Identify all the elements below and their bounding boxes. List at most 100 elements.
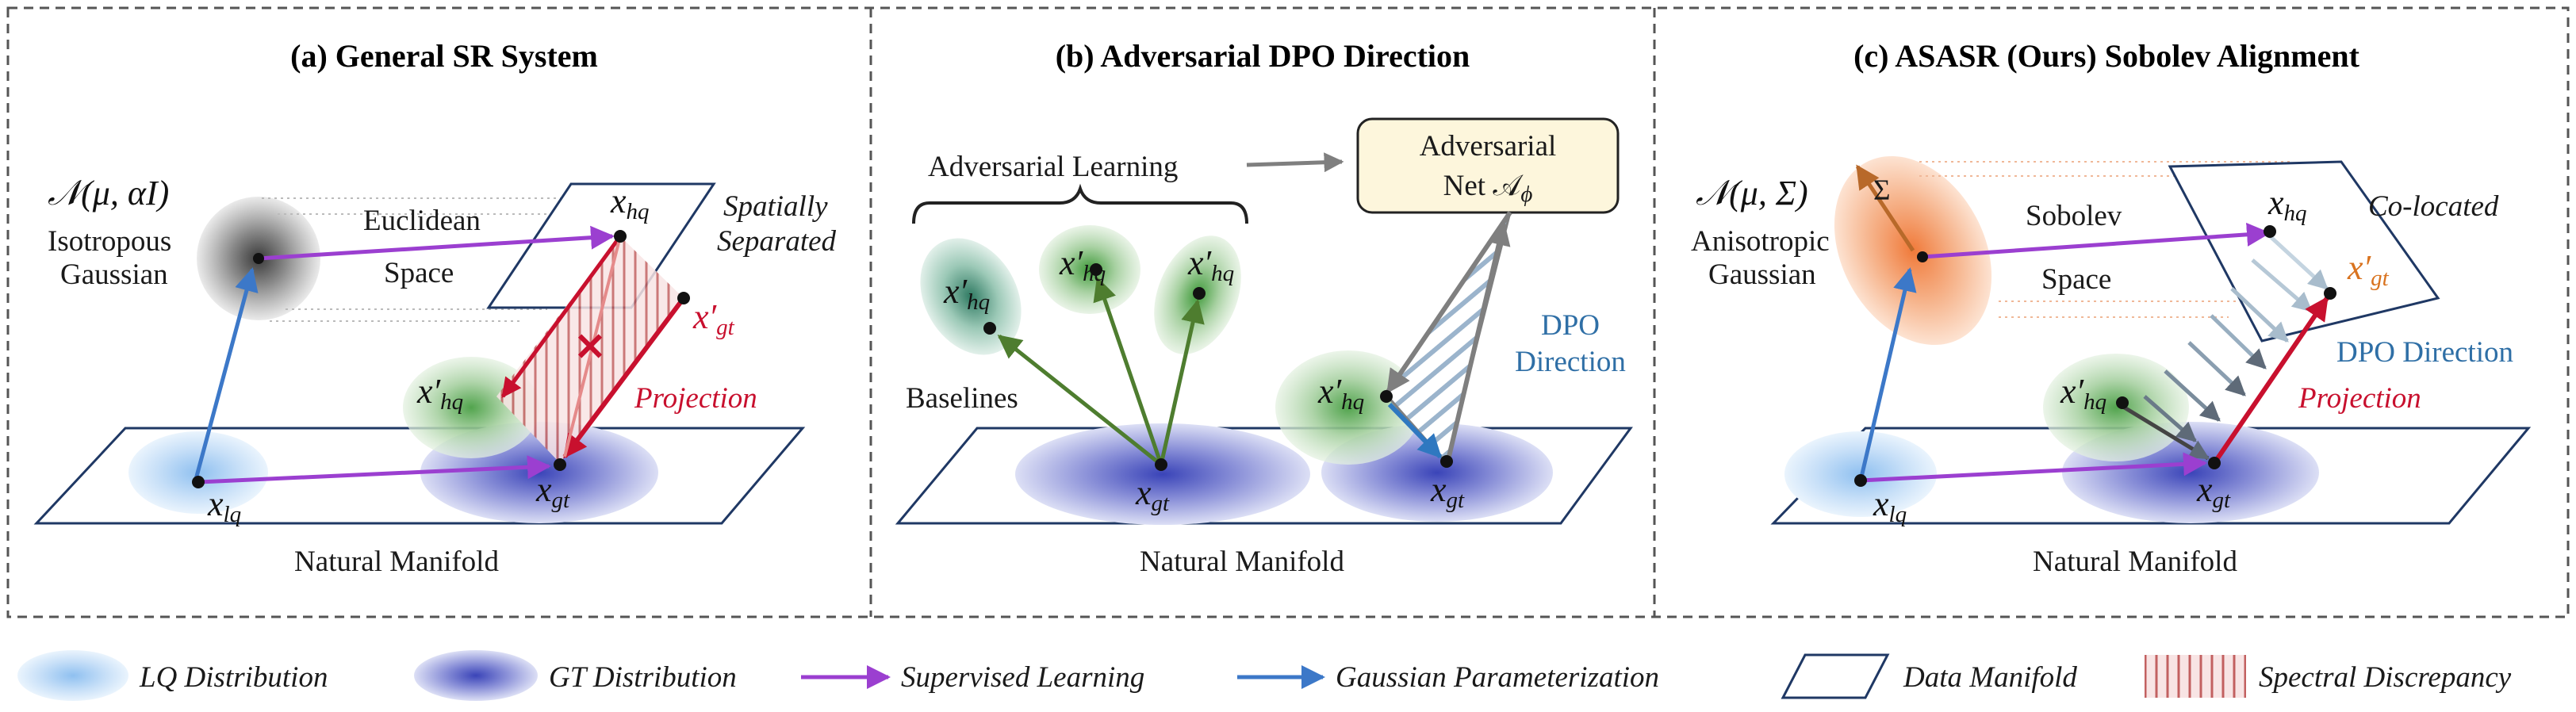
dist-name-2: Gaussian <box>1708 258 1816 291</box>
projection-label: Projection <box>634 382 757 415</box>
point-x-hq <box>2264 225 2276 238</box>
adversarial-brace <box>912 183 1248 224</box>
supervised-arrow-top <box>258 225 615 261</box>
point-x-gt-prime <box>677 292 690 304</box>
supervised-arrow-bottom <box>1860 452 2207 483</box>
label-baseline-1: x′hq <box>943 272 990 315</box>
space-label-2: Space <box>2041 263 2111 296</box>
label-x-hq: xhq <box>2267 183 2307 226</box>
space-label-1: Euclidean <box>363 205 481 237</box>
dpo-direction-fan <box>2118 233 2329 461</box>
label-x-hq-prime: x′hq <box>416 372 463 415</box>
baseline-arrow-1 <box>997 335 1163 466</box>
label-x-gt-prime: x′gt <box>2347 248 2390 291</box>
label-baseline-3: x′hq <box>1187 243 1234 286</box>
dpo-direction-label: DPO Direction <box>2336 336 2513 369</box>
label-x-gt-prime: x′gt <box>692 297 735 340</box>
legend-gt-label: GT Distribution <box>549 661 737 694</box>
point-x-hq-prime <box>2116 396 2129 409</box>
adversarial-net-label-2: Net 𝒜ϕ <box>1443 170 1533 207</box>
baseline-cluster-1 <box>920 238 1022 355</box>
label-x-lq: xlq <box>207 484 241 527</box>
baseline-arrow-2 <box>1093 277 1163 465</box>
point-baseline-3 <box>1193 287 1206 300</box>
adversarial-net-box <box>1356 117 1620 214</box>
dist-name-1: Anisotropic <box>1691 225 1830 258</box>
label-baseline-2: x′hq <box>1059 243 1106 286</box>
outer-frame <box>6 6 2570 618</box>
label-x-hq-prime: x′hq <box>2060 372 2106 415</box>
sigma-arrow <box>1855 164 1915 252</box>
cross-mark: ✕ <box>574 327 606 369</box>
note-2: Separated <box>717 225 837 258</box>
gt-distribution <box>1015 423 1310 525</box>
dist-name-2: Gaussian <box>60 258 168 291</box>
label-x-gt: xgt <box>535 470 570 513</box>
legend-lq-swatch <box>17 650 128 701</box>
legend-gt-swatch <box>414 650 538 701</box>
dpo-label-2: Direction <box>1515 346 1626 378</box>
manifold-label: Natural Manifold <box>1140 545 1344 578</box>
projection-arrow <box>562 297 686 459</box>
point-x-gt <box>1155 458 1167 471</box>
hq-plane <box>2168 160 2440 343</box>
gaussian-param-arrow <box>193 267 259 483</box>
point-gaussian-center <box>1917 251 1928 262</box>
projection-label: Projection <box>2298 382 2421 415</box>
legend-gaussian-label: Gaussian Parameterization <box>1336 661 1659 694</box>
manifold-label: Natural Manifold <box>2033 545 2237 578</box>
gt-to-adv-arrow <box>1446 221 1511 461</box>
legend-manifold-label: Data Manifold <box>1903 661 2077 694</box>
point-baseline-1 <box>983 322 996 335</box>
legend-lq-label: LQ Distribution <box>139 661 328 694</box>
to-adversarial-net-arrow <box>1246 152 1344 173</box>
dist-name-1: Isotropous <box>48 225 171 258</box>
point-x-lq <box>1854 474 1867 487</box>
panel-b-title: (b) Adversarial DPO Direction <box>1056 38 1470 74</box>
dpo-arrow <box>1387 402 1443 459</box>
space-label-1: Sobolev <box>2026 200 2122 232</box>
panel-a-title: (a) General SR System <box>290 38 598 74</box>
dist-label: 𝒩(μ, Σ) <box>1696 174 1808 212</box>
gaussian-param-arrow <box>1858 267 1917 481</box>
label-x-gt-2: xgt <box>1430 470 1465 513</box>
legend: LQ Distribution GT Distribution Supervis… <box>17 650 2512 701</box>
legend-spectral-swatch <box>2145 655 2246 698</box>
hq-prime-distribution <box>2043 354 2189 461</box>
baseline-arrow-3 <box>1159 299 1205 465</box>
panel-b: (b) Adversarial DPO Direction Natural Ma… <box>895 38 1633 578</box>
point-gaussian-center <box>253 253 264 264</box>
point-x-lq <box>192 476 205 488</box>
point-x-gt <box>554 458 566 471</box>
panel-c-title: (c) ASASR (Ours) Sobolev Alignment <box>1853 38 2359 74</box>
legend-supervised-label: Supervised Learning <box>901 661 1144 694</box>
co-located-label: Co-located <box>2368 190 2499 223</box>
label-x-gt: xgt <box>2196 470 2231 513</box>
adversarial-net-label-1: Adversarial <box>1420 130 1557 163</box>
supervised-arrow-bottom <box>197 455 551 484</box>
baselines-label: Baselines <box>906 382 1018 415</box>
manifold-label: Natural Manifold <box>294 545 499 578</box>
label-x-hq: xhq <box>610 182 650 224</box>
guide-lines <box>262 197 603 322</box>
point-baseline-2 <box>1090 263 1102 276</box>
adversarial-learning-label: Adversarial Learning <box>928 151 1178 183</box>
label-x-gt: xgt <box>1135 473 1170 516</box>
label-x-hq-prime: x′hq <box>1317 372 1364 415</box>
point-x-gt-2 <box>1440 455 1453 468</box>
failed-projection-arrow <box>563 235 622 457</box>
point-x-gt <box>2208 457 2221 469</box>
label-x-lq: xlq <box>1873 484 1907 527</box>
space-label-2: Space <box>384 257 454 289</box>
legend-manifold-swatch <box>1781 653 1890 699</box>
point-x-hq-prime <box>1380 390 1393 403</box>
hq-prime-distribution <box>1275 350 1421 465</box>
dpo-label-1: DPO <box>1541 309 1600 342</box>
dist-label: 𝒩(μ, αI) <box>48 174 169 212</box>
point-x-hq <box>614 230 627 243</box>
projection-arrow <box>2212 296 2329 465</box>
sigma-label: Σ <box>1873 174 1891 207</box>
supervised-arrow-top <box>1922 222 2271 259</box>
legend-spectral-label: Spectral Discrepancy <box>2259 661 2512 694</box>
